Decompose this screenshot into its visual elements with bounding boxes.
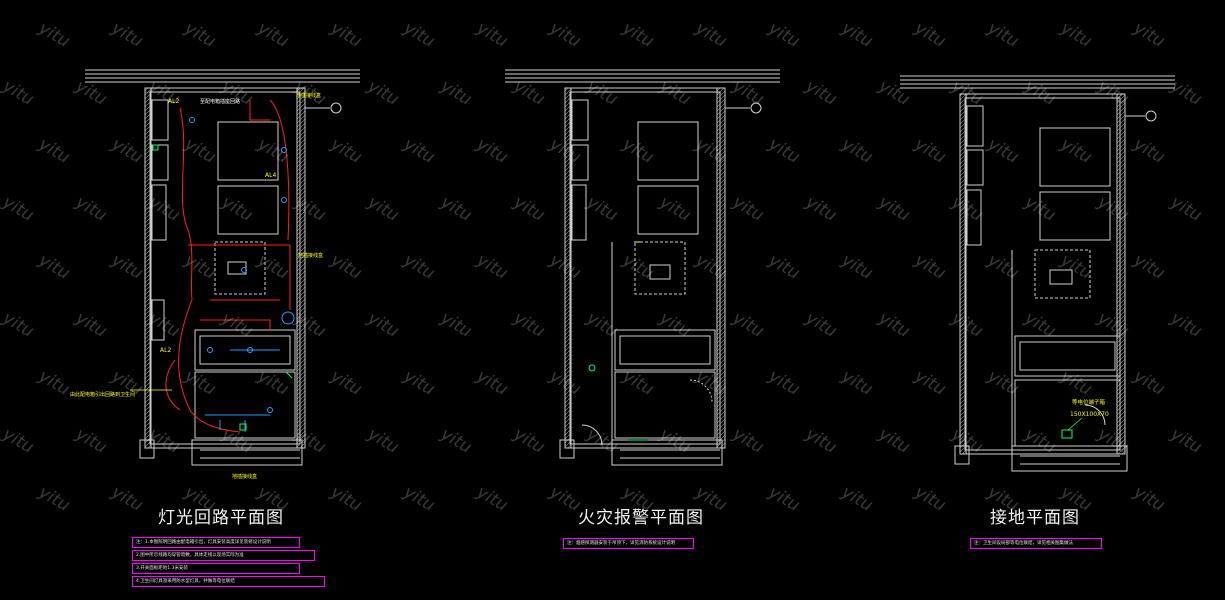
label-box-size: 150X100X70 xyxy=(1070,411,1109,418)
note-grounding-1: 注：卫生间设局部等电位联结，详见相关图集做法 xyxy=(970,538,1102,549)
panel-title-lighting: 灯光回路平面图 xyxy=(158,508,284,528)
label-tag-3: 地插接线盒 xyxy=(232,473,257,480)
label-tag-2: 地插接线盒 xyxy=(298,252,323,259)
note-fire-alarm-1: 注：烟感探测器安装于吊顶下，详见消防系统设计说明 xyxy=(563,538,694,549)
switch-symbols xyxy=(152,144,293,431)
label-al4: AL4 xyxy=(265,172,276,179)
panel-title-grounding: 接地平面图 xyxy=(990,508,1080,528)
panel-grounding-plan: 等电位端子箱 150X100X70 xyxy=(900,75,1175,472)
label-side-note: 由此配电箱引出回路到卫生间 xyxy=(70,391,135,398)
note-lighting-3: 3.开关面板距地1.3米安装 xyxy=(132,563,300,574)
note-lighting-1: 注：1.本图照明回路由配电箱引出，灯具安装高度详见装修设计说明 xyxy=(132,537,300,548)
lighting-labels: AL2 至配电箱插座回路 地插接线盒 AL4 地插接线盒 AL2 由此配电箱引出… xyxy=(70,92,323,480)
panel-title-fire-alarm: 火灾报警平面图 xyxy=(578,508,704,528)
light-fixtures xyxy=(189,117,295,432)
panel-fire-alarm-plan xyxy=(505,69,780,466)
label-al2-mid: AL2 xyxy=(160,347,171,354)
note-lighting-2: 2.图中所示线路均穿管暗敷，具体走线以现场实际为准 xyxy=(132,550,315,561)
label-al2-top: AL2 xyxy=(168,98,179,105)
label-tag-1: 地插接线盒 xyxy=(296,92,321,99)
note-lighting-4: 4.卫生间灯具须采用防水型灯具，并做等电位联结 xyxy=(132,576,325,587)
exterior-wall xyxy=(85,69,360,466)
grounding-labels: 等电位端子箱 150X100X70 xyxy=(1070,398,1109,418)
label-top-note: 至配电箱插座回路 xyxy=(200,98,240,105)
panel-lighting-plan: AL2 至配电箱插座回路 地插接线盒 AL4 地插接线盒 AL2 由此配电箱引出… xyxy=(70,69,360,480)
label-equipotential-box: 等电位端子箱 xyxy=(1072,398,1106,406)
lighting-circuit xyxy=(165,99,291,433)
